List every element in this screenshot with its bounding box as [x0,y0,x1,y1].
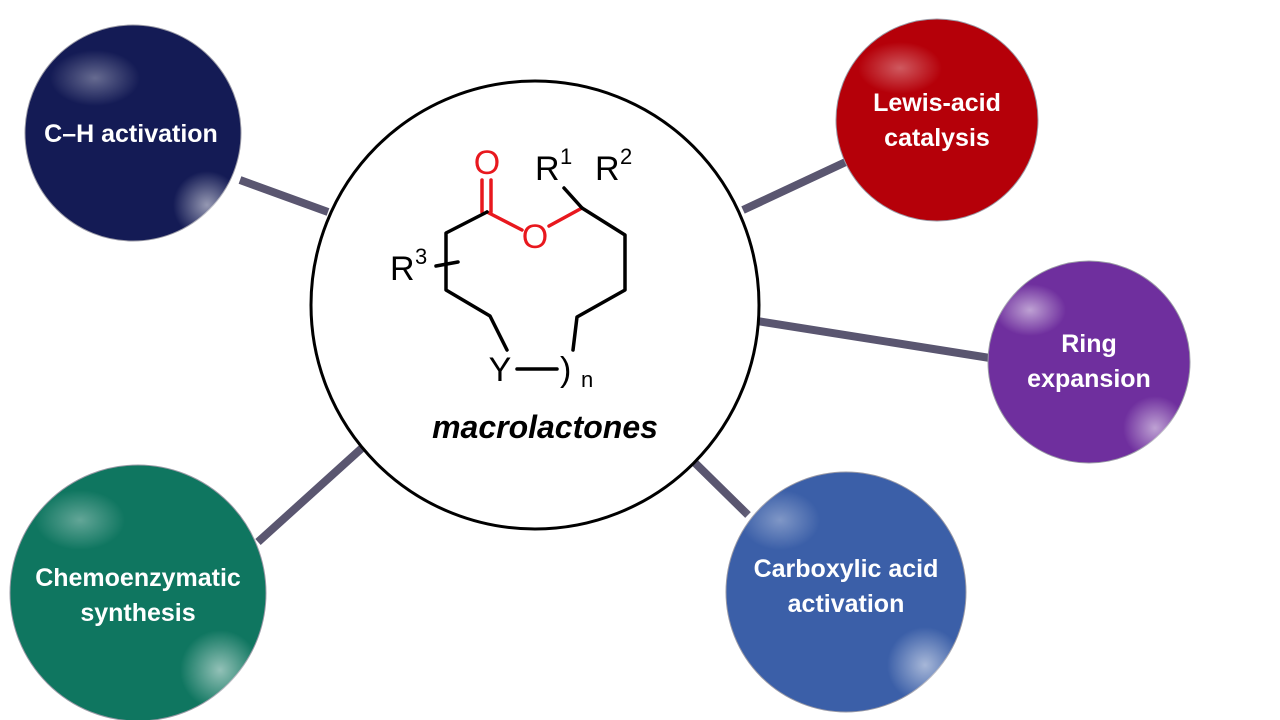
ester-bonds [480,178,584,232]
method-bubble-carboxylic-acid: Carboxylic acid activation [725,471,967,713]
connector-chemoenzymatic [255,445,365,545]
r1-label: R [535,150,560,188]
bubble-highlight [180,630,260,710]
ester-oxygen-label: O [522,218,548,256]
label-chemoenzymatic-line1: Chemoenzymatic [35,564,241,592]
label-ring-expansion-line2: expansion [1027,365,1151,393]
label-lewis-acid-line1: Lewis-acid [873,89,1001,117]
ester-bond [485,210,524,232]
bubble-highlight [173,171,241,239]
bubble-highlight [1123,396,1187,460]
method-bubble-chemoenzymatic: Chemoenzymatic synthesis [9,464,267,720]
r3-attachment-bond [434,260,460,268]
y-label: Y [489,351,512,389]
bubble-shine [858,42,942,94]
bubble-highlight [887,627,963,703]
carbonyl-oxygen-label: O [474,144,500,182]
ring-bonds [434,186,627,371]
method-bubble-lewis-acid: Lewis-acid catalysis [835,18,1039,222]
r1-superscript: 1 [560,144,572,169]
connectors [238,156,991,545]
connector-ch-activation [238,176,330,216]
label-lewis-acid-line2: catalysis [884,124,990,152]
bubble-shine [740,490,820,550]
r2-label: R [595,150,620,188]
label-carboxylic-acid-line1: Carboxylic acid [754,555,939,583]
connector-carboxylic-acid [687,455,751,518]
connector-ring-expansion [756,317,991,362]
macrolactone-structure [434,178,627,371]
ring-left-chain [444,210,509,352]
r3-superscript: 3 [415,244,427,269]
ring-right-chain [571,206,627,352]
n-subscript: n [581,367,593,392]
bubble-lewis-acid [835,18,1039,222]
method-bubble-ring-expansion: Ring expansion [987,260,1191,464]
r3-label: R [390,250,415,288]
label-chemoenzymatic-line2: synthesis [80,599,195,627]
ester-bond [547,206,584,228]
hub-title: macrolactones [432,409,658,445]
bubble-shine [994,284,1066,336]
method-bubble-ch-activation: C–H activation [24,24,242,242]
bubble-shine [35,490,125,550]
label-ring-expansion-line1: Ring [1061,330,1117,358]
quaternary-carbon-bond [562,186,584,210]
paren-label: ) [560,351,571,389]
hub-circle [309,79,761,531]
connector-lewis-acid [741,156,852,214]
bubble-shine [50,50,140,106]
r2-superscript: 2 [620,144,632,169]
central-hub: O O R 1 R 2 R 3 Y ) n macrolactones [309,79,761,531]
label-ch-activation: C–H activation [44,120,218,148]
label-carboxylic-acid-line2: activation [788,590,905,618]
